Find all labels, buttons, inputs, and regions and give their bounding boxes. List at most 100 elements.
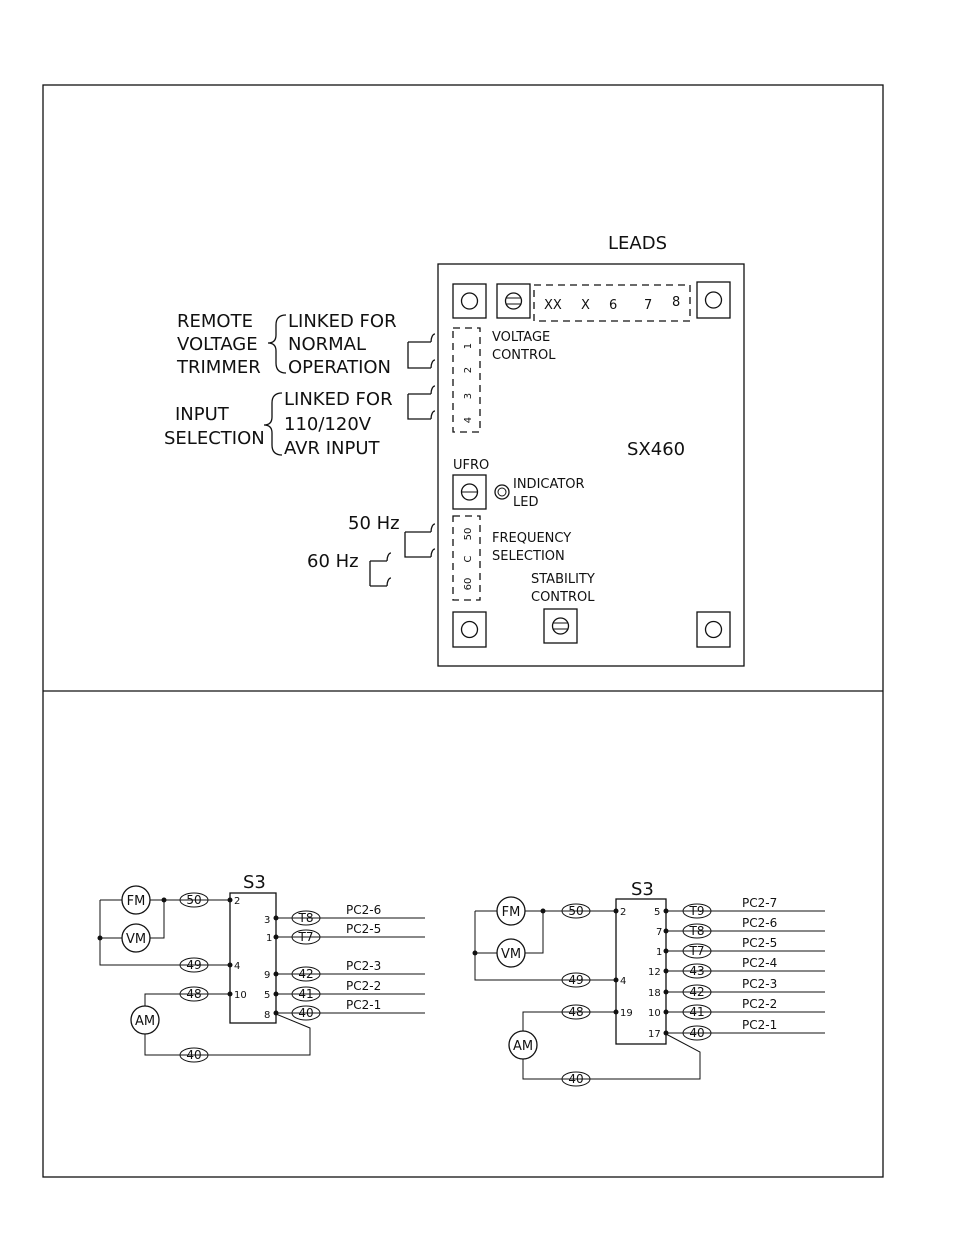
potentiometer-icon (504, 292, 523, 310)
terminal-label-6: 6 (609, 298, 617, 313)
table-row: 5 T9 PC2-7 (654, 896, 825, 919)
svg-text:PC2-1: PC2-1 (346, 998, 381, 1012)
svg-text:48: 48 (568, 1005, 583, 1019)
pin-label-1: 1 (463, 343, 474, 349)
svg-text:PC2-5: PC2-5 (346, 922, 381, 936)
pin-label-50: 50 (463, 528, 474, 541)
meter-wiring-left: S3 FM VM AM 50 49 48 40 2 4 10 (97, 872, 425, 1063)
pin-block-frequency (452, 515, 481, 601)
table-row: 7 T8 PC2-6 (656, 916, 825, 939)
meter-wiring-right: S3 FM VM AM 50 49 48 40 2 4 19 5 (472, 879, 825, 1087)
svg-text:AM: AM (513, 1039, 533, 1054)
svg-text:PC2-5: PC2-5 (742, 936, 777, 950)
svg-text:PC2-6: PC2-6 (346, 903, 381, 917)
indicator-led-icon (494, 484, 510, 500)
table-row: 1 T7 PC2-5 (266, 922, 425, 945)
table-row: 1 T7 PC2-5 (656, 936, 825, 959)
svg-text:8: 8 (264, 1010, 270, 1021)
remote-trimmer-label: VOLTAGE (177, 334, 258, 355)
svg-text:FM: FM (502, 905, 521, 920)
svg-text:2: 2 (234, 896, 240, 907)
switch-label: S3 (243, 872, 266, 893)
avr-board-section: LEADS XX X 6 7 8 1 2 3 4 VOLTAGE CONTROL… (164, 233, 745, 667)
brace-input (263, 392, 283, 456)
svg-text:40: 40 (186, 1048, 201, 1062)
mount-hole-icon (460, 620, 479, 639)
hz60-label: 60 Hz (307, 551, 359, 572)
pin-label-3: 3 (463, 393, 474, 399)
table-row: 17 40 PC2-1 (648, 1018, 825, 1041)
ufro-pot[interactable] (452, 474, 487, 510)
svg-text:43: 43 (689, 964, 704, 978)
svg-text:PC2-7: PC2-7 (742, 896, 777, 910)
table-row: 5 41 PC2-2 (264, 979, 425, 1002)
input-selection-label: SELECTION (164, 428, 265, 449)
mount-hole-icon (460, 292, 479, 310)
svg-text:17: 17 (648, 1029, 661, 1040)
pin-label-2: 2 (463, 367, 474, 373)
mount-hole-icon (704, 291, 723, 309)
linked-input-label: LINKED FOR (284, 389, 393, 410)
table-row: 10 41 PC2-2 (648, 997, 825, 1020)
terminal-label-7: 7 (644, 298, 652, 313)
svg-text:10: 10 (234, 990, 247, 1001)
leads-terminal-strip (533, 284, 691, 322)
hz50-label: 50 Hz (348, 513, 400, 534)
input-selection-label: INPUT (175, 404, 230, 425)
svg-text:PC2-3: PC2-3 (742, 977, 777, 991)
svg-text:VM: VM (126, 932, 146, 947)
svg-text:FM: FM (127, 894, 146, 909)
svg-text:2: 2 (620, 907, 626, 918)
svg-text:VM: VM (501, 947, 521, 962)
svg-text:T8: T8 (689, 924, 705, 938)
linked-normal-label: OPERATION (288, 357, 391, 378)
avr-board (437, 263, 745, 667)
svg-text:7: 7 (656, 927, 662, 938)
switch-s3 (229, 892, 277, 1024)
svg-text:3: 3 (264, 915, 270, 926)
frequency-selection-label: FREQUENCY (492, 531, 571, 546)
indicator-led-label: LED (513, 495, 538, 510)
svg-text:PC2-2: PC2-2 (742, 997, 777, 1011)
terminal-label-8: 8 (672, 295, 680, 310)
svg-text:50: 50 (186, 893, 201, 907)
svg-text:5: 5 (654, 907, 660, 918)
brace-remote (267, 314, 287, 374)
outer-frame (42, 84, 884, 1178)
frequency-selection-label: SELECTION (492, 549, 565, 564)
switch-label: S3 (631, 879, 654, 900)
svg-text:AM: AM (135, 1014, 155, 1029)
svg-text:18: 18 (648, 988, 661, 999)
mount-hole-top-left (452, 283, 487, 319)
remote-trimmer-label: TRIMMER (176, 357, 261, 378)
voltage-control-label: CONTROL (492, 348, 556, 363)
svg-text:T8: T8 (298, 911, 314, 925)
svg-text:4: 4 (234, 961, 240, 972)
linked-input-label: AVR INPUT (284, 438, 381, 459)
stability-control-pot[interactable] (543, 608, 578, 644)
stability-control-label: STABILITY (531, 572, 595, 587)
svg-text:12: 12 (648, 967, 661, 978)
table-row: 3 T8 PC2-6 (264, 903, 425, 926)
svg-text:50: 50 (568, 904, 583, 918)
svg-text:40: 40 (689, 1026, 704, 1040)
linked-normal-label: NORMAL (288, 334, 366, 355)
mount-hole-bottom-right (696, 611, 731, 648)
pin-label-c: C (463, 555, 474, 562)
svg-text:41: 41 (689, 1005, 704, 1019)
indicator-led-label: INDICATOR (513, 477, 585, 492)
pin-label-60: 60 (463, 578, 474, 591)
potentiometer-icon (460, 483, 479, 501)
linked-normal-label: LINKED FOR (288, 311, 397, 332)
svg-text:42: 42 (689, 985, 704, 999)
svg-text:PC2-1: PC2-1 (742, 1018, 777, 1032)
svg-text:40: 40 (298, 1006, 313, 1020)
potentiometer-icon (551, 617, 570, 635)
voltage-control-pot[interactable] (496, 283, 531, 319)
mount-hole-top-right (696, 281, 731, 319)
svg-text:42: 42 (298, 967, 313, 981)
table-row: 9 42 PC2-3 (264, 959, 425, 982)
svg-text:41: 41 (298, 987, 313, 1001)
model-label: SX460 (627, 439, 685, 460)
leads-title: LEADS (608, 233, 667, 254)
